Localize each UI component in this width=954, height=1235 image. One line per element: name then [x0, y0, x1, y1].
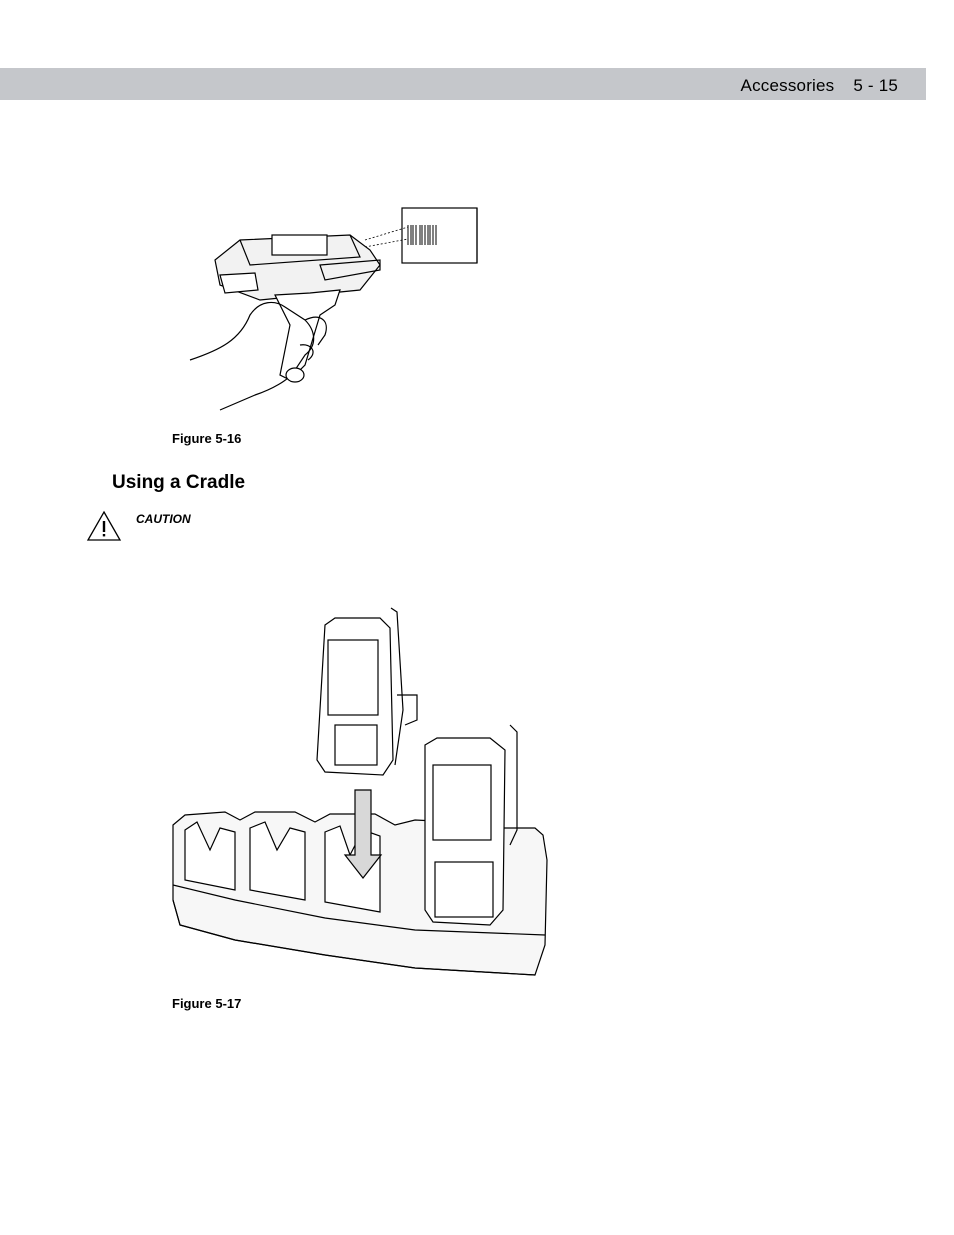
figure-5-17-caption: Figure 5-17: [172, 996, 242, 1011]
header-bar: [0, 68, 926, 100]
header-section: Accessories: [740, 76, 835, 95]
running-header: Accessories 5 - 15: [741, 76, 898, 96]
figure-cradle-illustration: [165, 600, 550, 985]
caution-label: CAUTION: [136, 512, 191, 526]
figure-scanner-illustration: [180, 195, 490, 420]
page-number: 5 - 15: [853, 76, 898, 95]
figure-5-16-caption: Figure 5-16: [172, 431, 242, 446]
warning-triangle-icon: [86, 510, 122, 542]
section-title: Using a Cradle: [112, 472, 246, 493]
